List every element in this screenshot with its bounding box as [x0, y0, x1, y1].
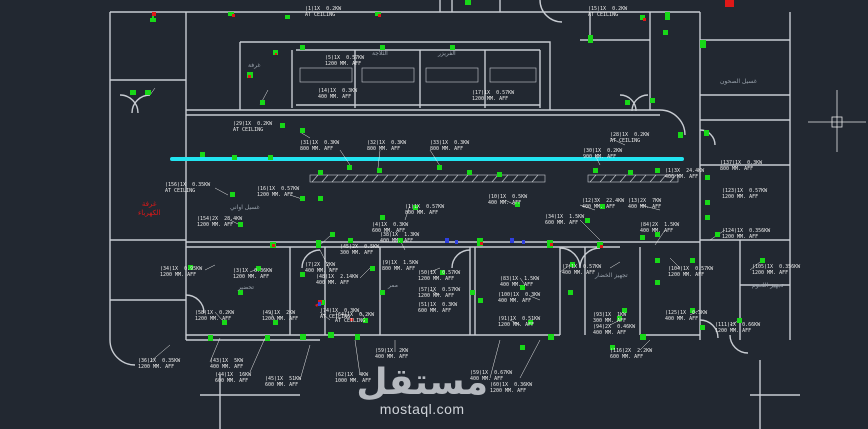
circuit-label: (49)1X 2KW 1200 MM. AFF: [262, 310, 299, 322]
watermark-url: mostaql.com: [379, 401, 465, 417]
circuit-label: (137)1X 0.3KW 800 MM. AFF: [720, 160, 763, 172]
circuit-label: (100)1X 0.3KW 400 MM. AFF: [498, 292, 541, 304]
circuit-label: (7)1X 0.57KW 400 MM. AFF: [562, 264, 602, 276]
circuit-label: (51)1X 0.3KW 600 MM. AFF: [418, 302, 458, 314]
cold-room-partitions: [299, 67, 537, 83]
circuit-label: (14)1X 0.3KW 400 MM. AFF: [318, 88, 358, 100]
circuit-label: (111)1X 0.66KW 1200 MM. AFF: [715, 322, 761, 334]
circuit-label: (50)1X 0.57KW 1200 MM. AFF: [418, 270, 461, 282]
circuit-label: (34)1X 0.95KW 1200 MM. AFF: [160, 266, 203, 278]
circuit-label: (4)1X 0.3KW 600 MM. AFF: [372, 222, 409, 234]
electrical-room-line2: الكهرباء: [138, 209, 161, 217]
light-fixtures: [130, 0, 765, 350]
circuit-label: (43)1X 5KW 400 MM. AFF: [210, 358, 244, 370]
leader-lines: [149, 87, 761, 381]
circuit-label: (57)1X 0.57KW 1200 MM. AFF: [418, 287, 461, 299]
circuit-label: (154)2X 28.4KW 1200 MM. AFF: [197, 216, 243, 228]
circuit-label: (36)1X 0.35KW 1200 MM. AFF: [138, 358, 181, 370]
watermark-logo: مستقل: [356, 362, 488, 403]
room-name: غسيل الصحون: [720, 78, 757, 85]
circuit-label: (34)1X 1.5KW 600 MM. AFF: [545, 214, 585, 226]
circuit-label: (105)1X 0.356KW 1200 MM. AFF: [752, 264, 801, 276]
circuit-label: (93)1X 1KW 300 MM. AFF: [593, 312, 627, 324]
circuit-label: (62)1X 4KW 1000 MM. AFF: [335, 372, 372, 384]
circuit-label: (38)1X 1.3KW 400 MM. AFF: [380, 232, 420, 244]
circuit-label: (30)1X 0.2KW 900 MM. AFF: [583, 148, 623, 160]
circuit-label: (12)3X 22.4KW 400 MM. AFF: [582, 198, 625, 210]
circuit-label: (59)1X 2KW 400 MM. AFF: [375, 348, 409, 360]
circuit-label: (28)1X 0.2KW AT CEILING: [610, 132, 650, 144]
circuit-label: (83)1X 1.5KW 400 MM. AFF: [500, 276, 540, 288]
circuit-label: (1)1X 0.57KW 800 MM. AFF: [405, 204, 445, 216]
circuit-label: (123)1X 0.57KW 1200 MM. AFF: [722, 188, 768, 200]
circuit-label: (59)1X 0.67KW 400 MM. AFF: [470, 370, 513, 382]
circuit-label: (7)2X 2KW 400 MM. AFF: [305, 262, 339, 274]
circuit-label: (94)2X 0.46KW 400 MM. AFF: [593, 324, 636, 336]
circuit-label: (156)1X 0.35KW AT CEILING: [165, 182, 211, 194]
circuit-label: (116)2X 2.2KW 600 MM. AFF: [610, 348, 653, 360]
circuit-label: (1)3X 24.4KW 400 MM. AFF: [665, 168, 705, 180]
circuit-label: (1)1X 0.2KW AT CEILING: [305, 6, 342, 18]
circuit-label: (58)1X 0.2KW 1200 MM. AFF: [195, 310, 235, 322]
circuit-label: (9)1X 1.5KW 800 MM. AFF: [382, 260, 419, 272]
crosshair-cursor: [808, 90, 866, 152]
circuit-label: (84)2X 1.5KW 400 MM. AFF: [640, 222, 680, 234]
circuit-label: (48)1X 2.14KW 400 MM. AFF: [316, 274, 359, 286]
circuit-label: (3)1X 0.36KW 1200 MM. AFF: [233, 268, 273, 280]
circuit-label: (44)1X 16KW 600 MM. AFF: [215, 372, 252, 384]
circuit-label: (31)1X 0.3KW 800 MM. AFF: [300, 140, 340, 152]
room-name: غرفة: [248, 62, 261, 69]
circuit-label: (15)1X 0.2KW AT CEILING: [588, 6, 628, 18]
room-name: غسيل اواني: [230, 204, 260, 211]
circuit-label: (64)1X 0.2KW AT CEILING: [335, 312, 375, 324]
circuit-label: (16)1X 0.57KW 1200 MM. AFF: [257, 186, 300, 198]
room-name: الثلاجة: [372, 50, 388, 57]
hatched-counter: [309, 174, 679, 183]
circuit-label: (13)2X 7KW 400 MM. AFF: [628, 198, 662, 210]
circuit-label: (104)1X 0.57KW 1200 MM. AFF: [668, 266, 714, 278]
electrical-room-line1: غرفة: [141, 200, 157, 208]
room-name: تحضير: [238, 284, 254, 291]
room-name: ممر: [388, 282, 398, 289]
circuit-label: (32)1X 0.3KW 800 MM. AFF: [367, 140, 407, 152]
circuit-label: (74)1X 0.3KW AT CEILING: [320, 308, 360, 320]
circuit-label: (33)1X 0.3KW 800 MM. AFF: [430, 140, 470, 152]
electrical-room-label: غرفة الكهرباء: [138, 200, 160, 218]
circuit-label: (17)1X 0.57KW 1200 MM. AFF: [472, 90, 515, 102]
circuit-label: (124)1X 0.356KW 1200 MM. AFF: [722, 228, 771, 240]
walls: [109, 0, 800, 429]
circuit-label: (45)2X 0.5KW 300 MM. AFF: [340, 244, 380, 256]
circuit-label: (45)1X 51KW 600 MM. AFF: [265, 376, 302, 388]
circuit-label: (125)1X 0.3KW 400 MM. AFF: [665, 310, 708, 322]
circuit-label: (29)1X 0.2KW AT CEILING: [233, 121, 273, 133]
circuit-label: (91)1X 0.51KW 1200 MM. AFF: [498, 316, 541, 328]
circuit-label: (5)1X 0.57KW 1200 MM. AFF: [325, 55, 365, 67]
circuit-label: (10)1X 0.5KW 400 MM. AFF: [488, 194, 528, 206]
watermark: مستقل mostaql.com: [356, 362, 488, 418]
room-name: تجهيز الخضار: [595, 272, 628, 279]
circuit-label: (60)1X 0.36KW 1200 MM. AFF: [490, 382, 533, 394]
room-name: الفريزر: [438, 50, 456, 57]
room-name: تجهيز اللحوم: [752, 282, 784, 289]
